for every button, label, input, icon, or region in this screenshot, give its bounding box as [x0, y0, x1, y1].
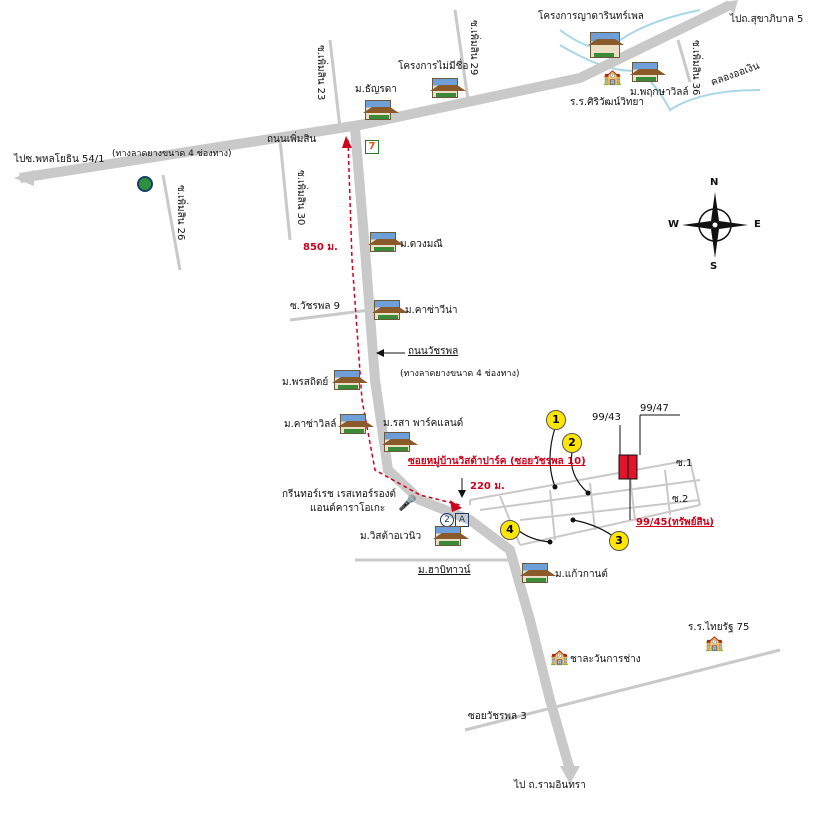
m-kasavina-label: ม.คาซ่าวีน่า [405, 305, 458, 316]
plot-4-dot [547, 539, 553, 545]
school-thairat-icon: 🏫 [705, 634, 724, 652]
compass-icon [682, 192, 748, 258]
chala-icon: 🏫 [550, 648, 569, 666]
pointer-arrowhead-2 [458, 490, 466, 498]
road-soi-30 [278, 139, 292, 241]
m-phonsathit-label: ม.พรสถิตย์ [282, 377, 329, 388]
m-kasaville-label: ม.คาซ่าวิลล์ [284, 419, 337, 430]
m-thanyada-icon [363, 100, 399, 120]
m-kasaville-icon [338, 414, 374, 434]
plot-marker-2: 2 [562, 433, 582, 453]
lot-9945-label: 99/45(ทรัพย์สิน) [636, 517, 714, 528]
compass-w-label: W [668, 219, 680, 230]
project-yada-icon [588, 32, 624, 58]
thanon-watcharaphon-label: ถนนวัชรพล [408, 346, 459, 357]
to-sukhapiban-label: ไปถ.สุขาภิบาล 5 [730, 14, 804, 25]
road-soi-36 [676, 39, 692, 83]
sign-2-icon: 2 [440, 513, 454, 527]
soi-phoemsin-23-label: ซ.เพิ่มสิน 23 [315, 45, 326, 101]
arrow-south [560, 766, 580, 784]
compass-e-label: E [754, 219, 761, 230]
so2-label: ซ.2 [672, 494, 689, 505]
route-arrow-east [450, 500, 462, 512]
m-vista-icon [433, 526, 469, 546]
arrow-west [14, 170, 34, 186]
m-thanyada-label: ม.ธัญรดา [355, 84, 397, 95]
plot-4-line [517, 529, 551, 543]
m-kaewkarn-label: ม.แก้วกานต์ [555, 569, 608, 580]
m-rasa-label: ม.รสา พาร์คแลนด์ [383, 418, 464, 429]
ptt-icon [137, 176, 153, 192]
road-watcharaphon-3 [464, 648, 781, 732]
soi-phoemsin-30-label: ซ.เพิ่มสิน 30 [295, 170, 306, 226]
road-soi-26 [161, 174, 182, 271]
road-phoemsin [19, 0, 733, 183]
compass-s-label: S [710, 261, 718, 272]
m-duangmanee-label: ม.ดวงมณี [400, 239, 443, 250]
m-phonsathit-icon [332, 370, 368, 390]
m-kaewkarn-icon [520, 563, 556, 583]
so1-label: ซ.1 [676, 458, 693, 469]
sign-a-icon: A [455, 513, 469, 527]
green-house-label: กรีนทอร์เรช เรสเทอร์รองต์ [282, 489, 397, 500]
plot-2-line [570, 451, 589, 494]
project-noname-icon [430, 78, 466, 98]
plot-marker-4: 4 [500, 520, 520, 540]
project-yada-label: โครงการญาดารินทร์เพล [538, 11, 644, 22]
thanon-watcharaphon-sub-label: (ทางลาดยางขนาด 4 ช่องทาง) [400, 369, 520, 379]
plot-marker-3: 3 [609, 531, 629, 551]
arrow-ne [724, 0, 738, 14]
pointer-arrowhead [376, 349, 384, 357]
m-duangmanee-icon [368, 232, 404, 252]
lot-9943-label: 99/43 [592, 412, 621, 423]
soi-watcharaphon-9-label: ซ.วัชรพล 9 [290, 301, 340, 312]
soi-phoemsin-26-label: ซ.เพิ่มสิน 26 [175, 185, 186, 241]
m-rasa-icon [382, 432, 418, 452]
soi-village-label: ซอยหมู่บ้านวิสต้าปาร์ค (ซอยวัชรพล 10) [408, 456, 586, 467]
restaurant-icon: 🎤 [398, 494, 417, 512]
dist-850-label: 850 ม. [303, 242, 338, 253]
dist-220-label: 220 ม. [470, 481, 505, 492]
to-phahon-label: ไปซ.พหลโยธิน 54/1 [14, 154, 105, 165]
route-line [347, 139, 461, 506]
road-soi-23 [328, 39, 342, 129]
lot-9947-label: 99/47 [640, 403, 669, 414]
plot-2-dot [585, 490, 591, 496]
road-village [469, 459, 701, 546]
soi-phoemsin-29-label: ซ.เพิ่มสิน 29 [468, 20, 479, 76]
thanon-phoemsin-label: ถนนเพิ่มสิน [267, 134, 317, 145]
school-thairat-label: ร.ร.ไทยรัฐ 75 [688, 622, 750, 633]
seven-eleven-icon: 7 [365, 140, 379, 154]
project-noname-label: โครงการไม่มีชื่อ [398, 61, 469, 72]
plot-marker-1: 1 [546, 410, 566, 430]
m-kasavina-icon [372, 300, 408, 320]
route-arrow-north [342, 136, 352, 148]
m-phrueksa-label: ม.พฤกษาวิลล์ [630, 87, 689, 98]
m-habitown-label: ม.ฮาบิทาวน์ [418, 565, 471, 576]
chala-label: ชาละวันการช่าง [570, 654, 641, 665]
road-watcharaphon [350, 127, 575, 772]
soi-phoemsin-36-label: ซ.เพิ่มสิน 36 [690, 40, 701, 96]
compass-n-label: N [710, 177, 719, 188]
school-siri-label: ร.ร.ศิริวัฒน์วิทยา [570, 97, 644, 108]
soi-watcharaphon-3-label: ซอยวัชรพล 3 [468, 711, 527, 722]
thanon-phoemsin-sub-label: (ทางลาดยางขนาด 4 ช่องทาง) [112, 149, 232, 159]
m-vista-label: ม.วิสต้าอเวนิว [360, 531, 422, 542]
road-watcharaphon-9 [289, 308, 371, 322]
plot-1-line [549, 427, 556, 488]
school-siri-icon: 🏫 [603, 68, 622, 86]
m-phrueksa-icon [630, 62, 666, 82]
plot-3-dot [570, 517, 576, 523]
to-ramintra-label: ไป ถ.รามอินทรา [514, 780, 586, 791]
plot-1-dot [552, 484, 558, 490]
karaoke-label: แอนด์คาราโอเกะ [310, 503, 386, 514]
